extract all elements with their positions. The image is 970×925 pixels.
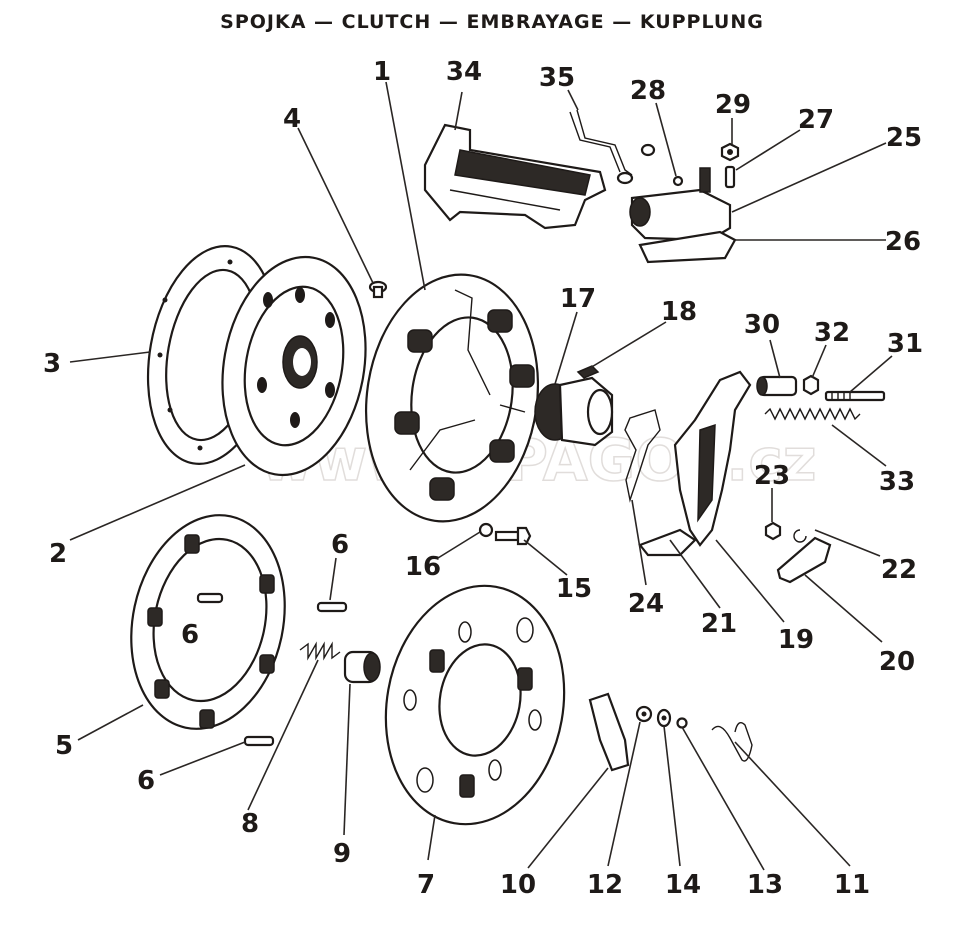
bearing-cover <box>423 123 607 230</box>
pressure-spring <box>299 641 341 661</box>
label-16: 16 <box>405 552 441 582</box>
label-29: 29 <box>715 90 751 120</box>
stud <box>724 165 736 189</box>
label-23: 23 <box>754 461 790 491</box>
label-20: 20 <box>879 647 915 677</box>
sleeve <box>756 375 798 397</box>
nut <box>720 142 740 162</box>
part-labels: 1 2 3 4 5 6 6 6 7 8 9 10 11 12 13 14 15 … <box>43 57 923 900</box>
release-bearing <box>534 376 614 447</box>
label-7: 7 <box>417 870 435 900</box>
label-6c: 6 <box>137 766 155 796</box>
gasket <box>638 230 737 264</box>
label-30: 30 <box>744 310 780 340</box>
lock-plate <box>776 536 832 584</box>
label-10: 10 <box>500 870 536 900</box>
label-9: 9 <box>333 839 351 869</box>
label-18: 18 <box>661 297 697 327</box>
label-15: 15 <box>556 574 592 604</box>
return-spring <box>764 407 861 421</box>
label-35: 35 <box>539 63 575 93</box>
split-washer <box>793 529 807 543</box>
label-11: 11 <box>834 870 870 900</box>
label-33: 33 <box>879 467 915 497</box>
label-8: 8 <box>241 809 259 839</box>
spring-clip <box>624 409 661 503</box>
latch <box>588 692 630 772</box>
label-3: 3 <box>43 349 61 379</box>
label-32: 32 <box>814 318 850 348</box>
oil-pipe <box>569 109 656 185</box>
label-2: 2 <box>49 539 67 569</box>
pressure-plate-assembly <box>364 273 540 523</box>
lever <box>638 528 697 557</box>
label-6a: 6 <box>331 530 349 560</box>
spring-cup <box>343 650 381 684</box>
label-25: 25 <box>886 123 922 153</box>
clutch-disc <box>221 255 367 477</box>
label-26: 26 <box>885 227 921 257</box>
label-14: 14 <box>665 870 701 900</box>
label-4: 4 <box>283 104 301 134</box>
release-housing <box>629 167 732 242</box>
label-13: 13 <box>747 870 783 900</box>
adjusting-bolt <box>824 390 886 402</box>
small-nut <box>764 521 782 541</box>
label-27: 27 <box>798 105 834 135</box>
washer <box>478 522 494 538</box>
label-12: 12 <box>587 870 623 900</box>
bolt <box>494 526 532 546</box>
label-24: 24 <box>628 589 664 619</box>
leader-lines <box>69 81 893 871</box>
plain-washer <box>635 705 653 723</box>
label-5: 5 <box>55 731 73 761</box>
retaining-spring <box>711 722 753 762</box>
label-22: 22 <box>881 555 917 585</box>
diagram-title: SPOJKA — CLUTCH — EMBRAYAGE — KUPPLUNG <box>220 11 764 33</box>
label-28: 28 <box>630 76 666 106</box>
small-washer <box>676 717 688 729</box>
seal-ring <box>672 175 684 187</box>
driving-plate <box>384 584 566 826</box>
label-19: 19 <box>778 625 814 655</box>
label-6b: 6 <box>181 620 199 650</box>
rivet <box>368 280 388 299</box>
label-1: 1 <box>373 57 391 87</box>
spring-washer <box>656 708 672 728</box>
label-34: 34 <box>446 57 482 87</box>
label-17: 17 <box>560 284 596 314</box>
watermark: www.JAPAGOS.cz <box>260 426 816 494</box>
label-31: 31 <box>887 329 923 359</box>
key <box>576 365 600 379</box>
pin <box>196 592 348 747</box>
adjuster-nut <box>802 374 820 396</box>
release-fork <box>673 370 752 547</box>
clutch-cover <box>130 514 286 730</box>
label-21: 21 <box>701 609 737 639</box>
